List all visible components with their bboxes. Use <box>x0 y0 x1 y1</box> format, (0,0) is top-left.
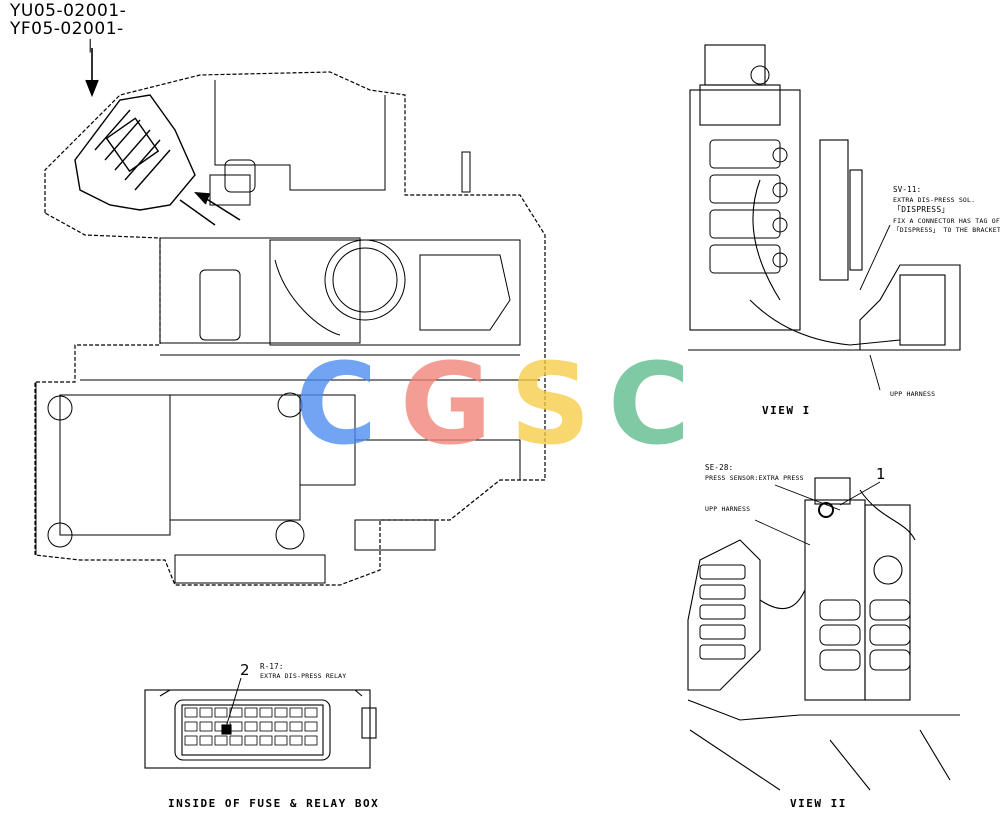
sv-11-tag: 「DISPRESS」 <box>893 205 950 214</box>
callout-2: 2 <box>240 661 250 679</box>
fuse-relay-box-drawing <box>144 677 377 769</box>
r-17-label: R-17: <box>260 662 284 671</box>
se-28-name: PRESS SENSOR:EXTRA PRESS <box>705 474 804 482</box>
cgsc-watermark: C G S C <box>290 340 710 470</box>
fuse-box-caption: INSIDE OF FUSE & RELAY BOX <box>168 797 380 810</box>
watermark-letter-c2: C <box>608 340 691 470</box>
frame-plates <box>35 80 540 584</box>
serial-range-1: YU05-02001- <box>10 1 127 21</box>
view-1-caption: VIEW I <box>762 404 811 417</box>
view-arrows <box>85 48 241 221</box>
view-2-harness-label: UPP HARNESS <box>705 505 751 513</box>
r-17-name: EXTRA DIS-PRESS RELAY <box>260 672 347 680</box>
sv-11-name: EXTRA DIS-PRESS SOL. <box>893 196 976 204</box>
upper-frame-outline <box>34 71 546 586</box>
watermark-letter-g: G <box>400 340 492 470</box>
view-2-drawing <box>687 477 960 791</box>
watermark-letter-c1: C <box>295 340 378 470</box>
watermark-letter-s: S <box>510 340 591 470</box>
callout-1: 1 <box>876 465 886 483</box>
serial-range-dash: | <box>88 38 93 53</box>
sv-11-label: SV-11: <box>893 185 922 194</box>
view-1-drawing <box>688 44 961 391</box>
serial-range-2: YF05-02001- <box>10 19 124 39</box>
view-2-caption: VIEW II <box>790 797 847 810</box>
view-1-harness-label: UPP HARNESS <box>890 390 936 398</box>
se-28-label: SE-28: <box>705 463 734 472</box>
control-valve-assembly <box>74 94 216 226</box>
sv-11-note-1: FIX A CONNECTOR HAS TAG OF <box>893 217 1000 225</box>
sv-11-note-2: 「DISPRESS」 TO THE BRACKET <box>893 226 1000 234</box>
extra-dis-press-relay <box>221 724 232 735</box>
